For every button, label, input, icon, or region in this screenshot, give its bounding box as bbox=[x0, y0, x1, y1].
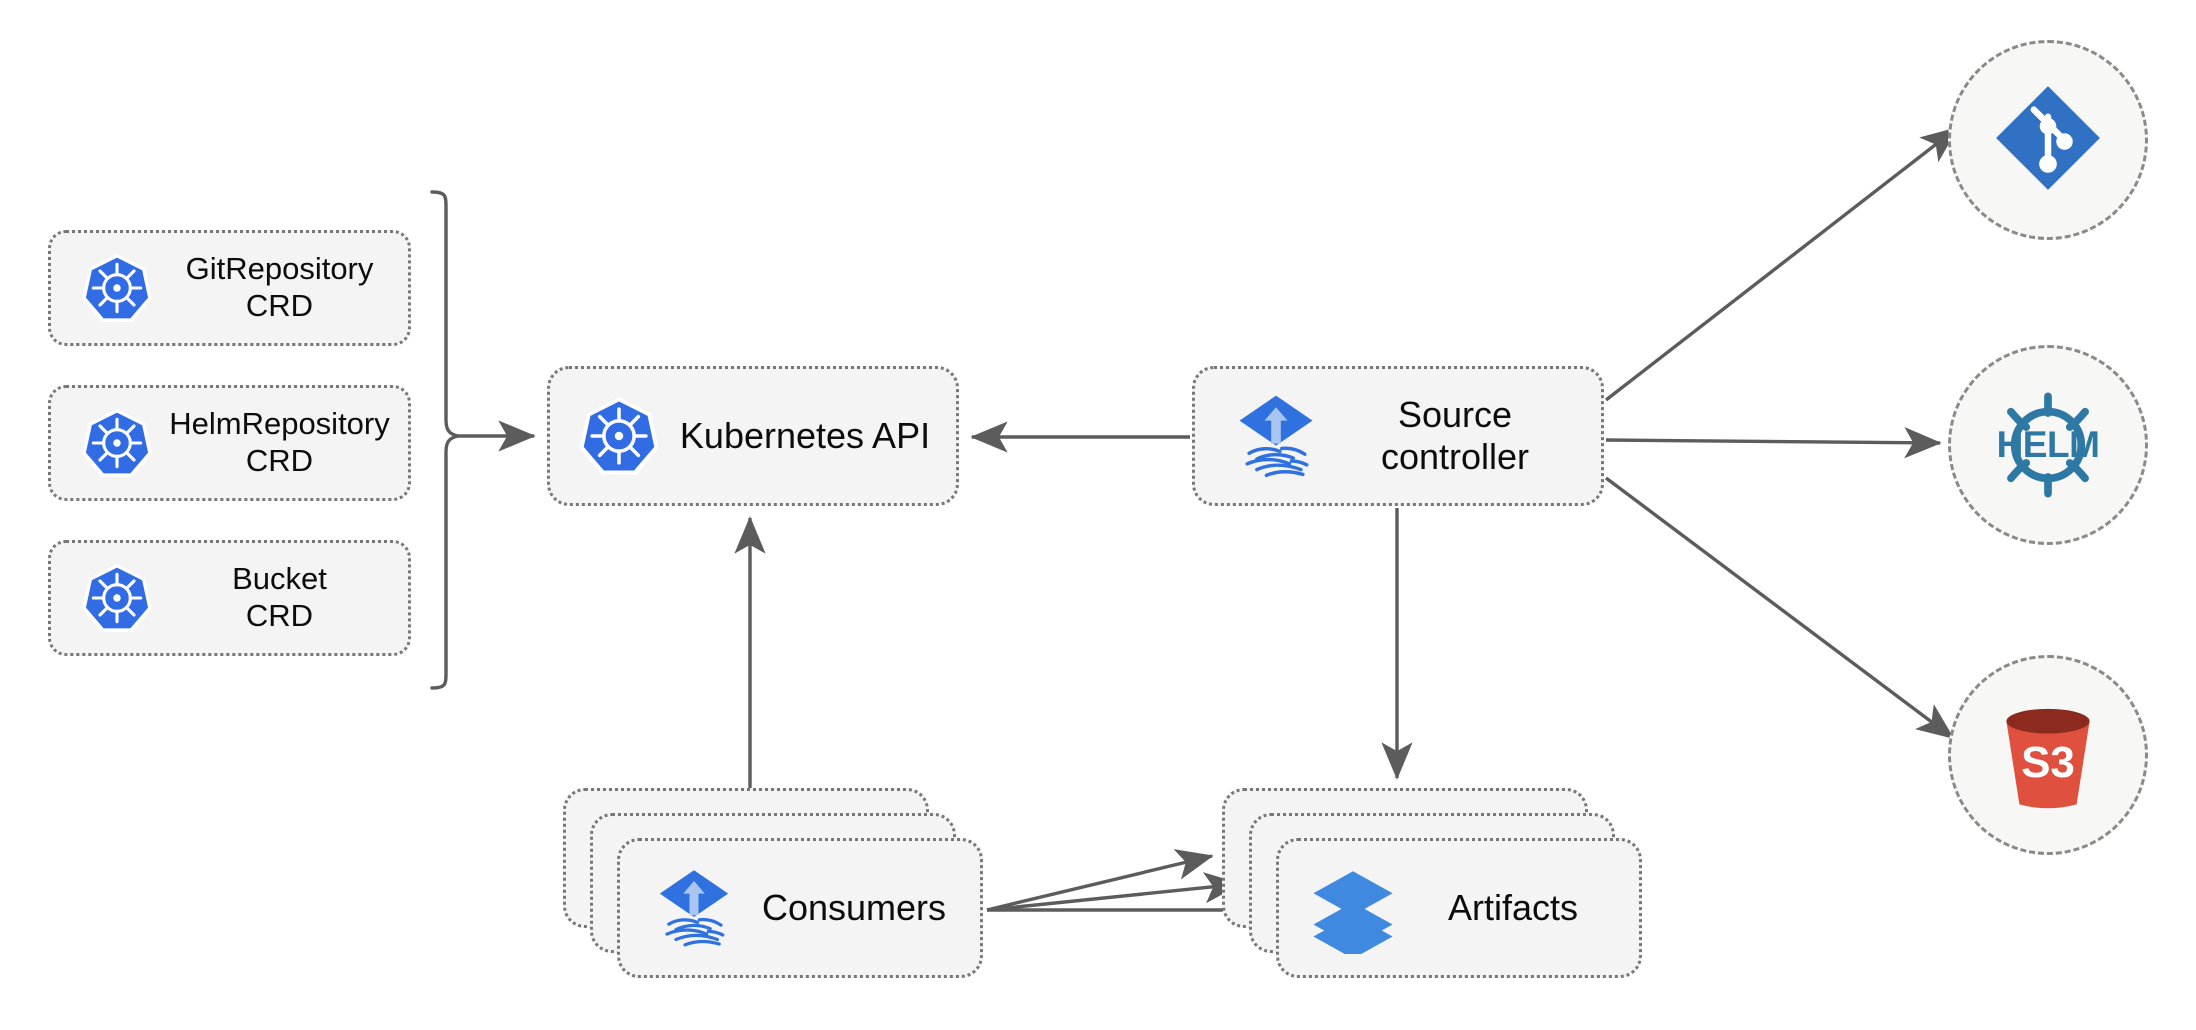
consumers-card-front[interactable]: Consumers bbox=[617, 838, 983, 978]
node-label-kubernetes-api: Kubernetes API bbox=[679, 414, 931, 456]
node-source-controller[interactable]: Source controller bbox=[1192, 366, 1604, 506]
node-kubernetes-api[interactable]: Kubernetes API bbox=[547, 366, 959, 506]
flux-icon bbox=[1217, 388, 1335, 484]
edge-consumers-to-artifacts-1 bbox=[986, 849, 1214, 912]
kubernetes-icon bbox=[65, 406, 169, 480]
edge-consumers-to-artifacts-2 bbox=[986, 872, 1242, 912]
external-git[interactable] bbox=[1948, 40, 2148, 240]
node-artifacts[interactable]: Artifacts bbox=[1222, 788, 1652, 988]
crd-card-bucket[interactable]: Bucket CRD bbox=[48, 540, 411, 656]
node-label-consumers: Consumers bbox=[761, 886, 947, 928]
external-helm[interactable]: HELM bbox=[1948, 345, 2148, 545]
edge-source-controller-to-helm bbox=[1605, 427, 1942, 459]
kubernetes-icon bbox=[65, 251, 169, 325]
crd-group-bracket bbox=[430, 190, 460, 690]
kubernetes-icon bbox=[65, 561, 169, 635]
edge-source-controller-to-s3 bbox=[1604, 476, 1955, 740]
layers-icon bbox=[1297, 862, 1409, 954]
crd-card-label: Bucket CRD bbox=[232, 561, 327, 633]
crd-card-label: GitRepository CRD bbox=[185, 251, 374, 323]
artifacts-card-front[interactable]: Artifacts bbox=[1276, 838, 1642, 978]
node-consumers[interactable]: Consumers bbox=[563, 788, 993, 988]
node-label-source-controller: Source controller bbox=[1380, 393, 1530, 477]
s3-label: S3 bbox=[2021, 737, 2075, 787]
s3-bucket-icon: S3 bbox=[1983, 690, 2113, 820]
crd-card-label: HelmRepository CRD bbox=[169, 406, 390, 478]
helm-label: HELM bbox=[1996, 424, 2100, 465]
external-s3[interactable]: S3 bbox=[1948, 655, 2148, 855]
crd-card-gitrepository[interactable]: GitRepository CRD bbox=[48, 230, 411, 346]
kubernetes-icon bbox=[564, 394, 674, 478]
crd-card-helmrepository[interactable]: HelmRepository CRD bbox=[48, 385, 411, 501]
helm-icon: HELM bbox=[1984, 381, 2112, 509]
edge-source-controller-to-git bbox=[1604, 126, 1959, 402]
git-icon bbox=[1989, 79, 2107, 202]
flux-icon bbox=[638, 863, 750, 953]
node-label-artifacts: Artifacts bbox=[1447, 886, 1579, 928]
